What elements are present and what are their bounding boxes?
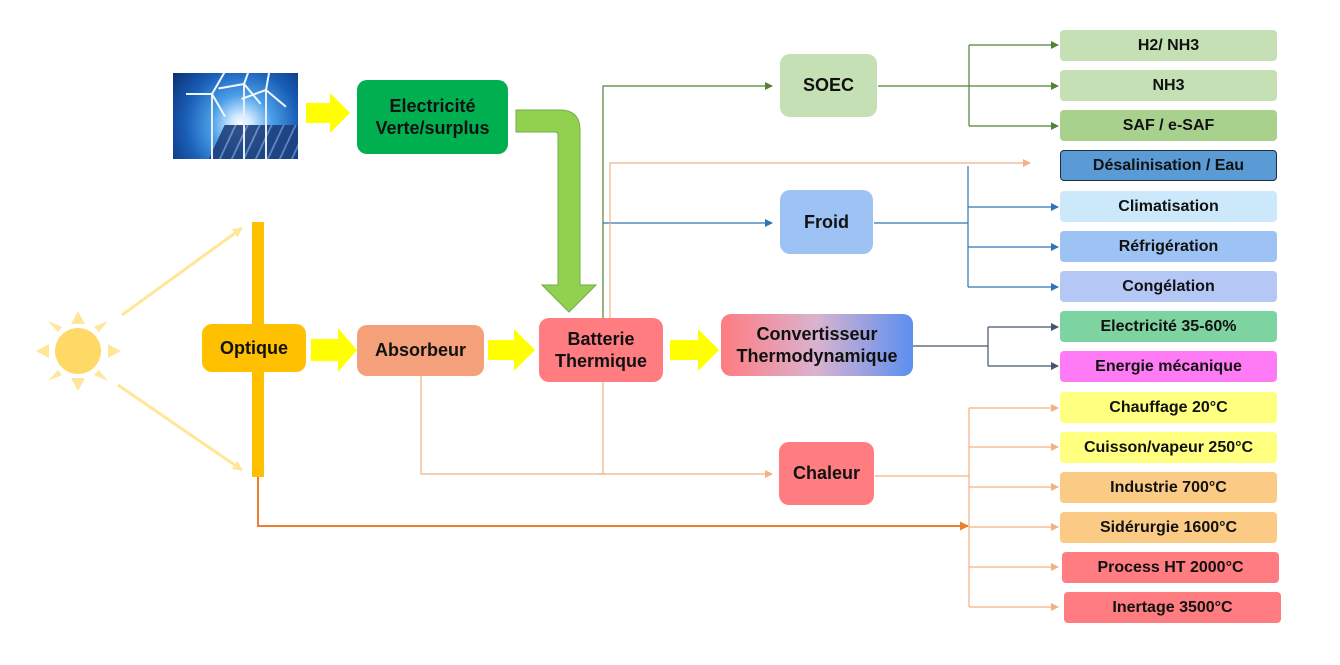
output-desalinisation-label: Désalinisation / Eau	[1092, 156, 1245, 174]
arrow-absorbeur-to-batterie	[488, 329, 535, 371]
output-refrigeration: Réfrigération	[1060, 231, 1277, 262]
arrow-electricite-to-batterie	[515, 109, 598, 313]
output-congelation: Congélation	[1060, 271, 1277, 302]
flow-arrows	[306, 93, 719, 372]
node-absorbeur: Absorbeur	[357, 325, 484, 376]
output-cuisson-label: Cuisson/vapeur 250°C	[1083, 438, 1254, 456]
node-froid: Froid	[780, 190, 873, 254]
output-industrie: Industrie 700°C	[1060, 472, 1277, 503]
node-chaleur: Chaleur	[779, 442, 874, 505]
output-chauffage-label: Chauffage 20°C	[1109, 398, 1228, 416]
sun-icon	[36, 311, 121, 391]
output-siderurgie-label: Sidérurgie 1600°C	[1099, 518, 1238, 536]
arrow-optique-to-absorbeur	[311, 328, 357, 372]
output-electricite-pct-label: Electricité 35-60%	[1100, 317, 1237, 335]
output-climatisation: Climatisation	[1060, 191, 1277, 222]
output-energie-mecanique: Energie mécanique	[1060, 351, 1277, 382]
ray-arrow-lower	[117, 383, 243, 472]
output-desalinisation: Désalinisation / Eau	[1060, 150, 1277, 181]
output-refrigeration-label: Réfrigération	[1118, 237, 1219, 255]
output-inertage-label: Inertage 3500°C	[1112, 598, 1233, 616]
node-absorbeur-label: Absorbeur	[374, 340, 466, 361]
output-process-ht: Process HT 2000°C	[1062, 552, 1279, 583]
output-chauffage: Chauffage 20°C	[1060, 392, 1277, 423]
output-nh3-label: NH3	[1152, 76, 1185, 94]
wind-solar-photo	[173, 73, 298, 159]
node-optique: Optique	[202, 324, 306, 372]
output-climatisation-label: Climatisation	[1118, 197, 1219, 215]
node-electricite: Electricité Verte/surplus	[357, 80, 508, 154]
output-saf-label: SAF / e-SAF	[1122, 116, 1215, 134]
output-congelation-label: Congélation	[1122, 277, 1215, 295]
output-industrie-label: Industrie 700°C	[1110, 478, 1227, 496]
node-convertisseur: Convertisseur Thermodynamique	[721, 314, 913, 376]
output-electricite-pct: Electricité 35-60%	[1060, 311, 1277, 342]
node-electricite-label: Electricité Verte/surplus	[375, 95, 490, 139]
node-batterie-label: Batterie Thermique	[554, 328, 647, 372]
node-soec-label: SOEC	[802, 75, 854, 96]
arrow-photo-to-electricite	[306, 93, 350, 133]
output-h2-nh3: H2/ NH3	[1060, 30, 1277, 61]
output-siderurgie: Sidérurgie 1600°C	[1060, 512, 1277, 543]
node-chaleur-label: Chaleur	[792, 463, 861, 484]
output-inertage: Inertage 3500°C	[1064, 592, 1281, 623]
output-h2-nh3-label: H2/ NH3	[1137, 36, 1200, 54]
arrow-batterie-to-convertisseur	[670, 329, 719, 371]
node-optique-label: Optique	[220, 337, 288, 358]
output-process-ht-label: Process HT 2000°C	[1097, 558, 1244, 576]
output-energie-mecanique-label: Energie mécanique	[1095, 357, 1242, 375]
node-convertisseur-label: Convertisseur Thermodynamique	[736, 323, 898, 367]
node-soec: SOEC	[780, 54, 877, 117]
node-batterie: Batterie Thermique	[539, 318, 663, 382]
output-cuisson: Cuisson/vapeur 250°C	[1060, 432, 1277, 463]
ray-arrow-upper	[121, 226, 243, 317]
output-nh3: NH3	[1060, 70, 1277, 101]
node-froid-label: Froid	[804, 211, 849, 232]
output-saf: SAF / e-SAF	[1060, 110, 1277, 141]
